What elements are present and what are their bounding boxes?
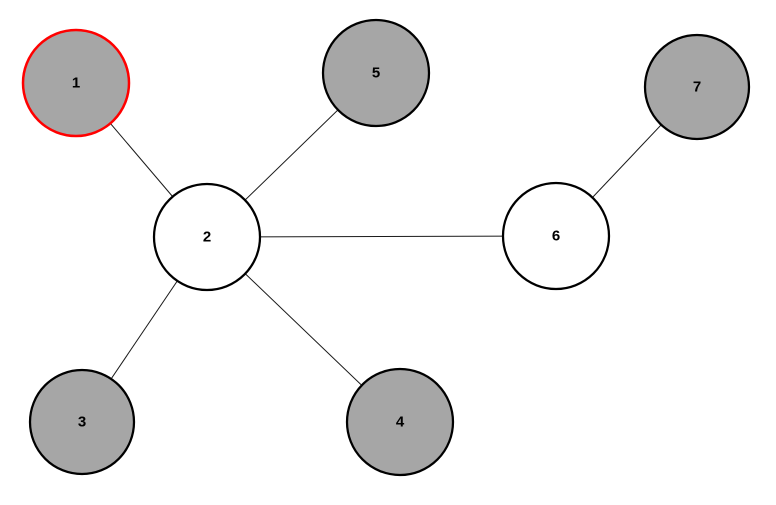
edge-2-6 <box>206 235 557 238</box>
node-6[interactable] <box>501 181 611 291</box>
node-1[interactable] <box>21 28 131 138</box>
node-4[interactable] <box>345 367 455 477</box>
node-2[interactable] <box>152 182 262 292</box>
node-3[interactable] <box>28 368 136 476</box>
node-5[interactable] <box>321 18 431 128</box>
node-7[interactable] <box>643 33 751 141</box>
